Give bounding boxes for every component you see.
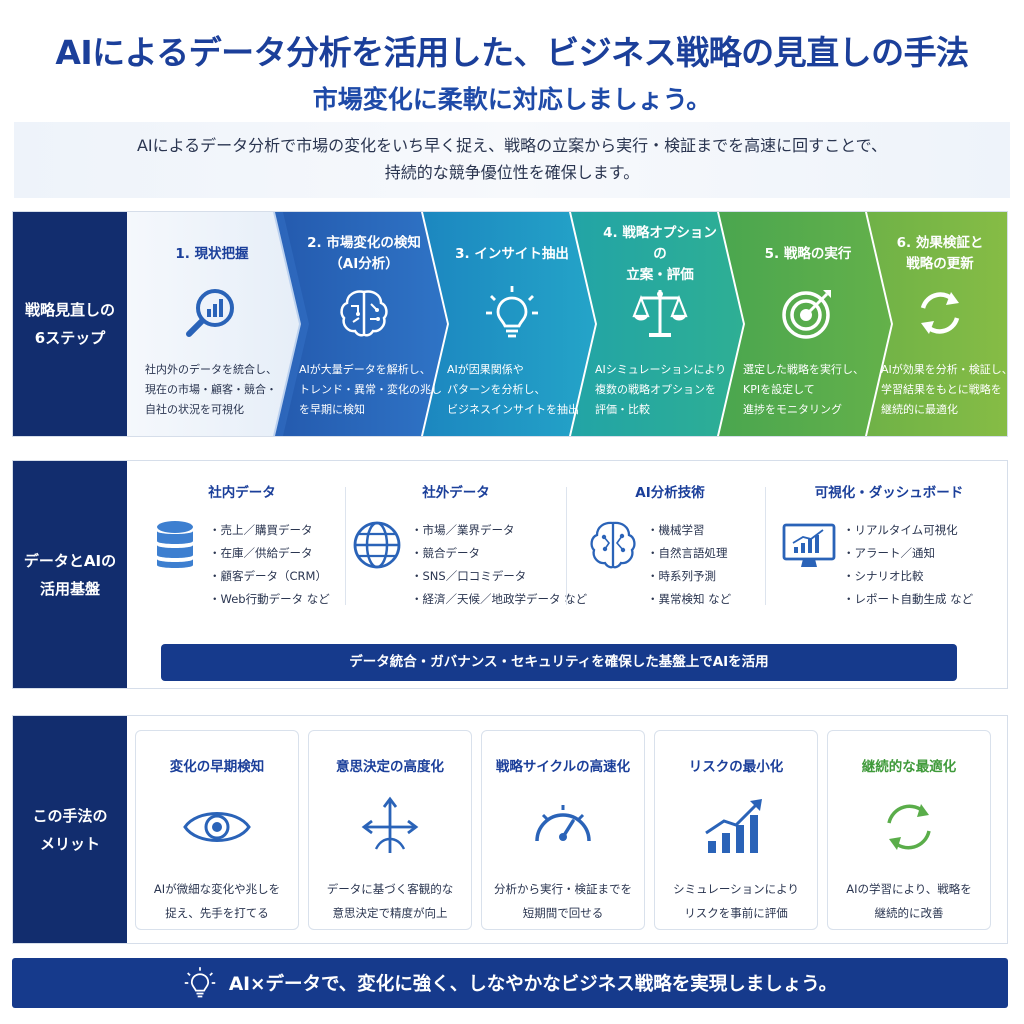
ai-technology-column: AI分析技術 ・機械学習 ・自然言語処理 ・時系列予測 ・異常検知 など <box>575 461 765 631</box>
internal-data-column: 社内データ ・売上／購買データ ・在庫／供給データ ・顧客データ（CRM） ・W… <box>137 461 347 631</box>
steps-row: 1. 現状把握 社内外のデータを統合し、 現在の市場・顧客・競合・ 自社の状況を… <box>127 212 1013 436</box>
list-item: ・リアルタイム可視化 <box>843 523 958 537</box>
cycle-icon <box>887 804 931 850</box>
brain-circuit-icon <box>590 521 636 569</box>
step-3: 3. インサイト抽出 AIが因果関係や パターンを分析し、 ビジネスインサイトを… <box>447 245 579 417</box>
list-item: ・顧客データ（CRM） <box>209 569 327 583</box>
list-item: ・市場／業界データ <box>411 523 515 537</box>
step-2: 2. 市場変化の検知 （AI分析） AIが大量データを解析し、 トレンド・異常・… <box>299 235 442 416</box>
list-item: ・機械学習 <box>647 523 705 537</box>
list-item: ・シナリオ比較 <box>843 569 924 583</box>
intro-line: AIによるデータ分析で市場の変化をいち早く捉え、戦略の立案から実行・検証までを高… <box>136 136 888 155</box>
merits-section-label: この手法の メリット <box>13 716 127 943</box>
list-item: ・レポート自動生成 など <box>843 592 974 606</box>
arrows-icon <box>361 796 419 853</box>
speedometer-icon <box>535 805 591 842</box>
external-data-column: 社外データ ・市場／業界データ ・競合データ ・SNS／口コミデータ ・経済／天… <box>339 461 587 631</box>
database-icon <box>157 521 193 568</box>
magnifier-chart-icon <box>186 289 234 337</box>
step-5: 5. 戦略の実行 選定した戦略を実行し、 KPIを設定して 進捗をモニタリング <box>743 245 864 417</box>
brain-icon <box>340 290 388 337</box>
target-icon <box>782 290 831 339</box>
lightbulb-icon <box>486 286 538 338</box>
step-6: 6. 効果検証と 戦略の更新 AIが効果を分析・検証し、 学習結果をもとに戦略を… <box>881 235 1013 416</box>
step-4: 4. 戦略オプションの 立案・評価 AIシミュレーションにより 複数の戦略オプシ… <box>595 224 727 417</box>
footer-text: AI×データで、変化に強く、しなやかなビジネス戦略を実現しましょう。 <box>228 974 838 995</box>
steps-chevrons <box>127 212 1007 436</box>
merit-card-decision-making: 意思決定の高度化 データに基づく客観的な 意思決定で精度が向上 <box>308 730 472 930</box>
growth-chart-icon <box>705 799 762 853</box>
platform-banner: データ統合・ガバナンス・セキュリティを確保した基盤上でAIを活用 <box>161 644 957 681</box>
step-2-shape <box>275 212 447 436</box>
page-subtitle: 市場変化に柔軟に対応しましょう。 <box>312 85 712 114</box>
step-1: 1. 現状把握 社内外のデータを統合し、 現在の市場・顧客・競合・ 自社の状況を… <box>145 245 277 417</box>
step-5-shape <box>719 212 891 436</box>
intro-text: AIによるデータ分析で市場の変化をいち早く捉え、戦略の立案から実行・検証までを高… <box>14 122 1010 198</box>
list-item: ・経済／天候／地政学データ など <box>411 592 588 606</box>
page-title: AIによるデータ分析を活用した、ビジネス戦略の見直しの手法 <box>55 33 969 72</box>
visualization-column: 可視化・ダッシュボード ・リアルタイム可視化 ・アラート／通知 ・シナリオ比較 … <box>771 461 1007 631</box>
step-3-shape <box>423 212 595 436</box>
list-item: ・在庫／供給データ <box>209 546 313 560</box>
footer-banner: AI×データで、変化に強く、しなやかなビジネス戦略を実現しましょう。 <box>12 958 1008 1008</box>
step-6-shape <box>867 212 1007 436</box>
list-item: ・Web行動データ など <box>209 592 330 606</box>
eye-icon <box>183 812 251 842</box>
steps-section: 戦略見直しの 6ステップ 1. 現状把握 <box>12 211 1013 437</box>
merit-card-speed: 戦略サイクルの高速化 分析から実行・検証までを 短期間で回せる <box>481 730 645 930</box>
merit-card-optimization: 継続的な最適化 AIの学習により、戦略を 継続的に改善 <box>827 730 991 930</box>
data-section: データとAIの 活用基盤 社内データ ・売上／購買データ ・在庫／供給データ ・… <box>12 460 1008 689</box>
monitor-chart-icon <box>782 523 836 567</box>
refresh-icon <box>920 292 960 334</box>
list-item: ・競合データ <box>411 546 480 560</box>
list-item: ・アラート／通知 <box>843 546 935 560</box>
lightbulb-icon <box>184 967 216 998</box>
list-item: ・時系列予測 <box>647 569 716 583</box>
merits-section: この手法の メリット 変化の早期検知 AIが微細な変化や兆しを 捉え、先手を打て… <box>12 715 1008 944</box>
list-item: ・売上／購買データ <box>209 523 313 537</box>
step-4-shape <box>571 212 743 436</box>
scale-icon <box>632 290 688 337</box>
list-item: ・SNS／口コミデータ <box>411 569 527 583</box>
steps-section-label: 戦略見直しの 6ステップ <box>13 212 127 436</box>
list-item: ・自然言語処理 <box>647 546 728 560</box>
list-item: ・異常検知 など <box>647 592 732 606</box>
merit-card-risk: リスクの最小化 シミュレーションにより リスクを事前に評価 <box>654 730 818 930</box>
intro-line: 持続的な競争優位性を確保します。 <box>384 163 640 182</box>
globe-icon <box>353 521 401 569</box>
merit-card-early-detection: 変化の早期検知 AIが微細な変化や兆しを 捉え、先手を打てる <box>135 730 299 930</box>
data-section-label: データとAIの 活用基盤 <box>13 461 127 688</box>
